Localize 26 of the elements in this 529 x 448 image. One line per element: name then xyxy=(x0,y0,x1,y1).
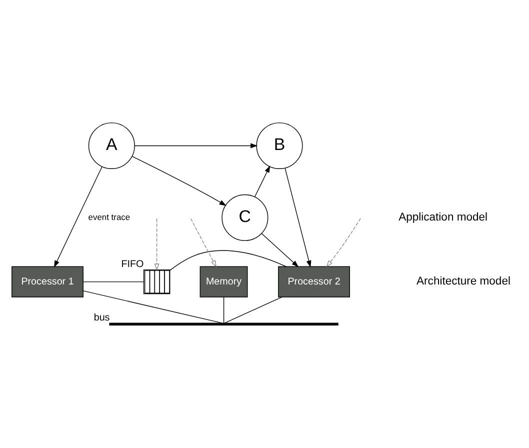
node-circle: A xyxy=(88,122,135,169)
arrow xyxy=(154,218,160,271)
node-circle: C xyxy=(222,194,268,241)
connector xyxy=(82,290,223,324)
node-bar xyxy=(109,322,338,326)
connector xyxy=(224,296,282,324)
connector xyxy=(170,250,287,271)
arrow xyxy=(54,166,102,268)
label: Application model xyxy=(398,211,488,224)
node-label: FIFO xyxy=(121,259,144,270)
connector xyxy=(82,281,144,282)
node-box: Memory xyxy=(200,266,248,298)
arrow xyxy=(261,233,299,268)
arrow xyxy=(134,143,258,148)
arrow xyxy=(190,218,217,268)
arrow xyxy=(254,166,270,198)
edge-label: event trace xyxy=(88,212,130,222)
node-label: bus xyxy=(94,312,110,324)
node-circle: B xyxy=(256,122,303,169)
node-box: Processor 2 xyxy=(278,266,350,298)
arrow xyxy=(326,218,361,268)
arrow xyxy=(284,168,312,268)
label: Architecture model xyxy=(416,275,510,288)
connector xyxy=(223,296,224,324)
arrow xyxy=(132,156,226,206)
node-box: Processor 1 xyxy=(12,266,84,298)
